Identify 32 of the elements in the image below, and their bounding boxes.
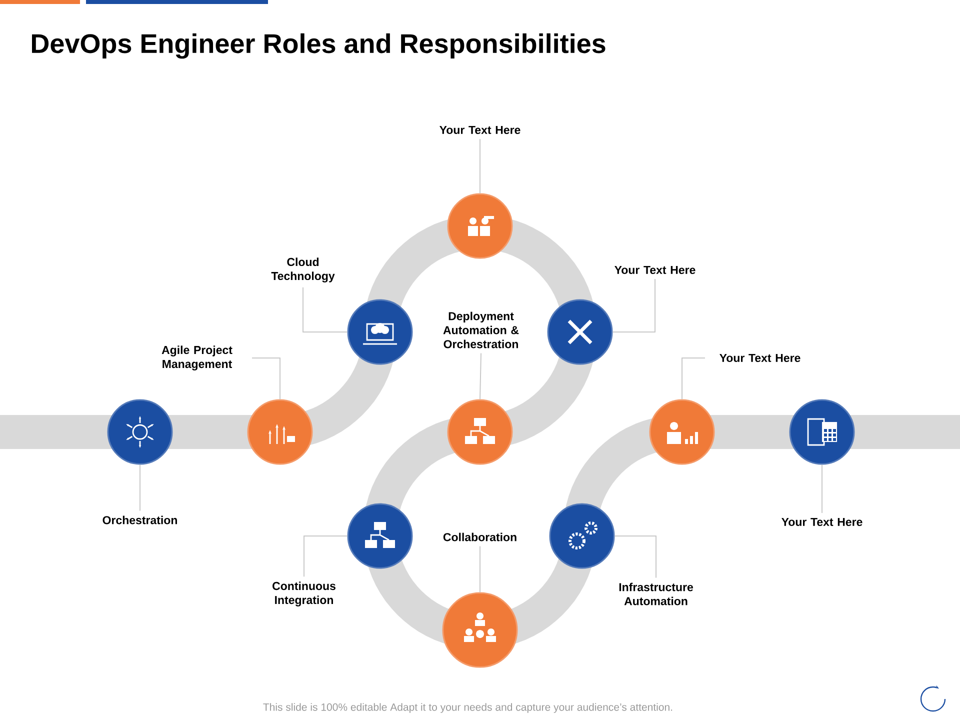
node-label: Agile Project Management xyxy=(162,346,232,370)
leader-line xyxy=(252,358,280,400)
node-label: Orchestration xyxy=(102,516,177,524)
icon-circle xyxy=(789,399,855,465)
node-label: Continuous Integration xyxy=(272,582,336,606)
leader-line xyxy=(682,358,706,400)
node-label: Cloud Technology xyxy=(271,258,335,282)
icon-circle xyxy=(347,299,413,365)
leader-line xyxy=(614,536,656,578)
icon-circle xyxy=(107,399,173,465)
node-label: Your Text Here xyxy=(782,518,862,526)
icon-circle xyxy=(549,503,615,569)
icon-circle xyxy=(447,193,513,259)
icon-circle xyxy=(442,592,518,668)
icon-circle xyxy=(649,399,715,465)
leader-line xyxy=(612,278,656,332)
icon-circle xyxy=(447,399,513,465)
node-label: Collaboration xyxy=(443,532,516,542)
leader-line xyxy=(480,352,482,400)
node-label: Deployment Automation & Orchestration xyxy=(443,312,519,348)
node-label: Your Text Here xyxy=(720,354,800,362)
title: DevOps Engineer Roles and Responsibilities xyxy=(32,33,606,59)
leader-line xyxy=(822,464,823,514)
icon-circle xyxy=(247,399,313,465)
node-label: Your Text Here xyxy=(440,126,520,134)
icon-circle xyxy=(347,503,413,569)
node-label: Infrastructure Automation xyxy=(619,582,693,606)
node-label: Your Text Here xyxy=(614,266,696,274)
leader-line xyxy=(302,286,348,332)
icon-circle xyxy=(547,299,613,365)
leader-line xyxy=(304,536,348,578)
footer-note: This slide is 100% editable Adapt it to your needs and capture your audience’s attention. xyxy=(263,703,672,713)
